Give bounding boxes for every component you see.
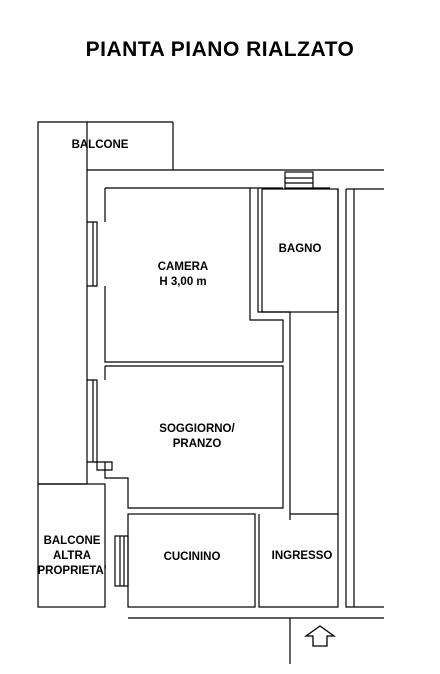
plan-title: PIANTA PIANO RIALZATO [85, 38, 355, 61]
balcone-outline [37, 121, 88, 485]
balcone-altra-outline [37, 483, 106, 608]
label-camera-1: CAMERA [158, 261, 208, 273]
label-soggiorno-2: PRANZO [173, 438, 222, 450]
label-balcone-altra-2: ALTRA [53, 550, 91, 562]
arrow-up-icon [303, 625, 337, 647]
label-soggiorno-1: SOGGIORNO/ [159, 423, 235, 435]
ingresso-outline [258, 513, 339, 608]
label-balcone: BALCONE [72, 139, 129, 151]
label-cucinino: CUCININO [164, 551, 221, 563]
label-ingresso: INGRESSO [272, 550, 333, 562]
label-camera-2: H 3,00 m [159, 276, 206, 288]
label-bagno: BAGNO [279, 243, 322, 255]
label-balcone-altra-3: PROPRIETA' [38, 565, 107, 577]
label-balcone-altra-1: BALCONE [44, 535, 101, 547]
